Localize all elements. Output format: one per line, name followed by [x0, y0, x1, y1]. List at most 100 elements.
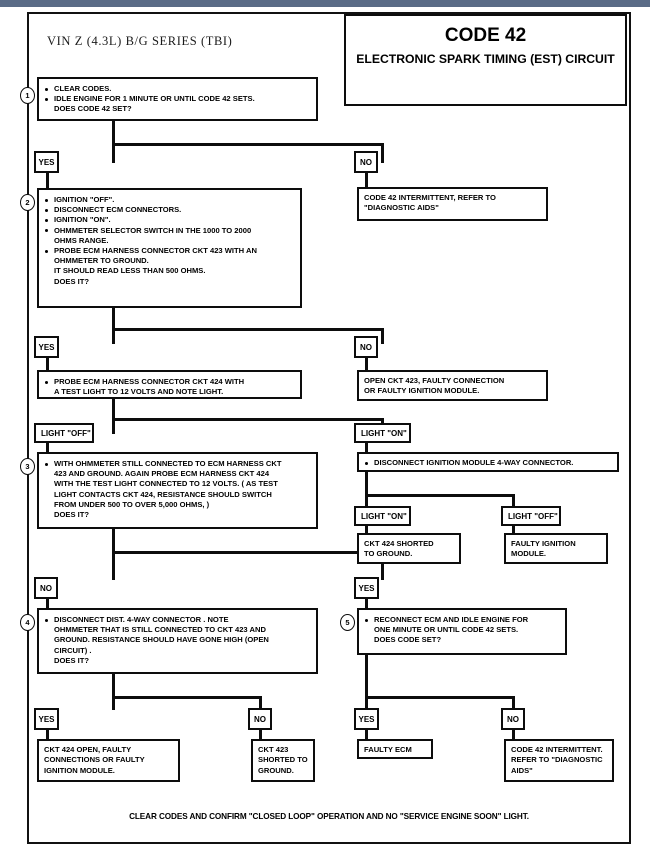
step-number-2: 2 [20, 194, 35, 211]
step-2-box: IGNITION "OFF".DISCONNECT ECM CONNECTORS… [37, 188, 302, 308]
text-line: FAULTY ECM [364, 745, 412, 754]
text-line: SHORTED TO [258, 755, 308, 765]
connector-no1-down [365, 171, 368, 191]
code-title: CODE 42 [444, 25, 527, 46]
step-continuation-line: OHMMETER TO GROUND. [54, 256, 149, 266]
step-number-3: 3 [20, 458, 35, 475]
step-3-list: WITH OHMMETER STILL CONNECTED TO ECM HAR… [43, 459, 312, 520]
step-3-right-list: DISCONNECT IGNITION MODULE 4-WAY CONNECT… [363, 458, 613, 468]
step-continuation-line: 423 AND GROUND. AGAIN PROBE ECM HARNESS … [54, 469, 270, 479]
chart-title-block: CODE 42 ELECTRONIC SPARK TIMING (EST) CI… [344, 14, 627, 106]
connector-s4-split [112, 696, 262, 699]
step-bullet-line: RECONNECT ECM AND IDLE ENGINE FOR [363, 615, 561, 625]
connector-no2-down [365, 356, 368, 374]
connector-s3-yes-down [381, 551, 384, 580]
branch-no-4: NO [248, 708, 272, 730]
step-bullet-line: PROBE ECM HARNESS CONNECTOR CKT 423 WITH… [43, 246, 296, 256]
connector-s2-no-down [381, 328, 384, 344]
connector-yes1-down [46, 171, 49, 191]
connector-lighton2-to-outcome [365, 524, 368, 536]
connector-s3r-down [365, 470, 368, 497]
branch-no-3: NO [34, 577, 58, 599]
text-line: CODE 42 INTERMITTENT, REFER TO [364, 193, 496, 202]
connector-yes4-to-outcome [46, 728, 49, 742]
step-3-right-box: DISCONNECT IGNITION MODULE 4-WAY CONNECT… [357, 452, 619, 472]
text-line: FAULTY IGNITION [511, 539, 576, 548]
step-number-4: 4 [20, 614, 35, 631]
connector-yes5-to-outcome [365, 728, 368, 742]
step-bullet-line: CLEAR CODES. [43, 84, 312, 94]
connector-yes5-down [365, 696, 368, 710]
connector-yes4-down [112, 696, 115, 710]
connector-yes2-down [46, 356, 49, 374]
text-line: "DIAGNOSTIC AIDS" [364, 203, 439, 213]
outcome-code42-intermittent-1: CODE 42 INTERMITTENT, REFER TO"DIAGNOSTI… [357, 187, 548, 221]
step-bullet-line: IGNITION "ON". [43, 215, 296, 225]
action-probe-ckt424-list: PROBE ECM HARNESS CONNECTOR CKT 424 WITH… [43, 377, 296, 397]
step-continuation-line: DOES CODE 42 SET? [54, 104, 132, 114]
branch-light-on-2: LIGHT "ON" [354, 506, 411, 526]
step-continuation-line: WITH THE TEST LIGHT CONNECTED TO 12 VOLT… [54, 479, 278, 489]
step-bullet-line: IDLE ENGINE FOR 1 MINUTE OR UNTIL CODE 4… [43, 94, 312, 104]
branch-light-on-1: LIGHT "ON" [354, 423, 411, 443]
step-continuation-line: GROUND. RESISTANCE SHOULD HAVE GONE HIGH… [54, 635, 269, 645]
step-1-list: CLEAR CODES.IDLE ENGINE FOR 1 MINUTE OR … [43, 84, 312, 115]
connector-s2a-down [112, 397, 115, 422]
branch-yes-4: YES [34, 708, 59, 730]
connector-s3-no-down [112, 551, 115, 580]
step-continuation-line: DOES IT? [54, 510, 90, 520]
branch-no-2: NO [354, 336, 378, 358]
text-line: AIDS" [511, 765, 533, 775]
connector-no4-to-outcome [259, 728, 262, 742]
step-bullet-line: IGNITION "OFF". [43, 195, 296, 205]
outcome-faulty-ecm: FAULTY ECM [357, 739, 433, 759]
step-number-1: 1 [20, 87, 35, 104]
step-continuation-line: OHMS RANGE. [54, 235, 109, 245]
branch-no-5: NO [501, 708, 525, 730]
step-bullet-line: DISCONNECT IGNITION MODULE 4-WAY CONNECT… [363, 458, 613, 468]
step-continuation-line: IT SHOULD READ LESS THAN 500 OHMS. [54, 266, 206, 276]
action-probe-ckt424-box: PROBE ECM HARNESS CONNECTOR CKT 424 WITH… [37, 370, 302, 399]
text-line: IGNITION MODULE. [44, 765, 115, 775]
branch-yes-3: YES [354, 577, 379, 599]
branch-yes-2: YES [34, 336, 59, 358]
branch-light-off-2: LIGHT "OFF" [501, 506, 561, 526]
step-bullet-line: DISCONNECT ECM CONNECTORS. [43, 205, 296, 215]
connector-s1-split [112, 143, 384, 146]
connector-s1-no-down [381, 143, 384, 163]
connector-lighton1-to-s3r [365, 441, 368, 457]
connector-s3-split [112, 551, 384, 554]
text-line: CKT 424 OPEN, FAULTY [44, 745, 132, 754]
text-line: GROUND. [258, 765, 294, 775]
step-3-box: WITH OHMMETER STILL CONNECTED TO ECM HAR… [37, 452, 318, 529]
text-line: TO GROUND. [364, 549, 413, 559]
step-continuation-line: DOES IT? [54, 655, 90, 665]
text-line: OR FAULTY IGNITION MODULE. [364, 386, 480, 396]
connector-lightoff2-to-outcome [512, 524, 515, 536]
step-continuation-line: OHMMETER THAT IS STILL CONNECTED TO CKT … [54, 625, 266, 635]
connector-no5-down [512, 696, 515, 710]
branch-yes-1: YES [34, 151, 59, 173]
step-continuation-line: ONE MINUTE OR UNTIL CODE 42 SETS. [374, 625, 519, 635]
branch-yes-5: YES [354, 708, 379, 730]
step-continuation-line: FROM UNDER 500 TO OVER 5,000 OHMS, ) [54, 499, 210, 509]
footer-note: CLEAR CODES AND CONFIRM "CLOSED LOOP" OP… [129, 812, 529, 821]
circuit-title: ELECTRONIC SPARK TIMING (EST) CIRCUIT [356, 52, 615, 66]
step-bullet-line: OHMMETER SELECTOR SWITCH IN THE 1000 TO … [43, 226, 296, 236]
connector-lightoff2-down [512, 494, 515, 508]
connector-s2-down [112, 306, 115, 331]
step-1-box: CLEAR CODES.IDLE ENGINE FOR 1 MINUTE OR … [37, 77, 318, 121]
connector-no4-down [259, 696, 262, 710]
step-2-list: IGNITION "OFF".DISCONNECT ECM CONNECTORS… [43, 195, 296, 287]
connector-s3-down [112, 526, 115, 554]
connector-no5-to-outcome [512, 728, 515, 742]
step-bullet-line: DISCONNECT DIST. 4-WAY CONNECTOR . NOTE [43, 615, 312, 625]
diagnostic-chart-page: VIN Z (4.3L) B/G SERIES (TBI) CODE 42 EL… [20, 12, 631, 844]
connector-s5-down [365, 653, 368, 699]
connector-s2a-split [112, 418, 384, 421]
